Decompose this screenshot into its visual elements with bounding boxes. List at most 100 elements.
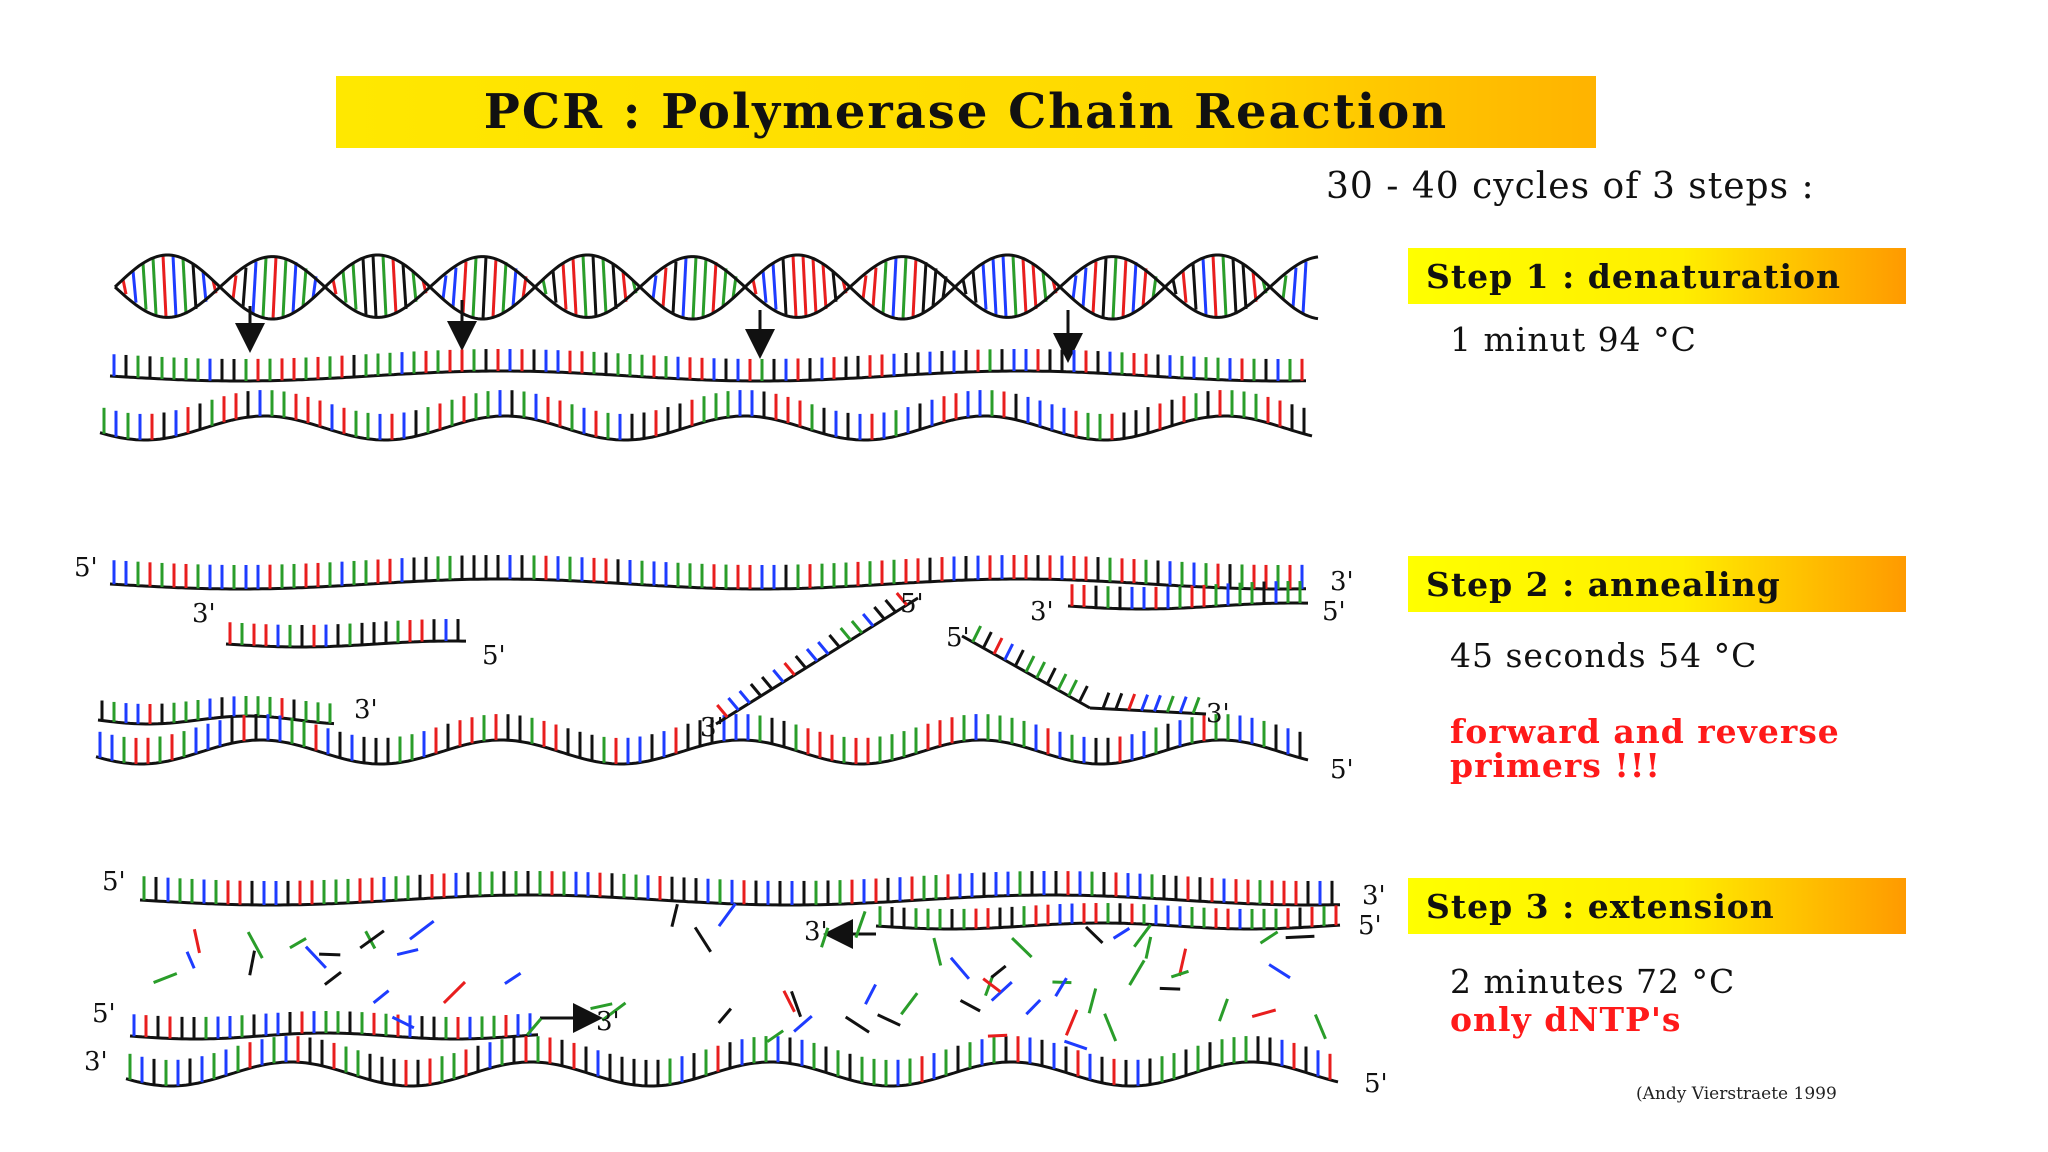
base-pair	[711, 262, 718, 314]
strand-end-label: 5'	[946, 623, 970, 653]
strand-end-label: 3'	[804, 917, 828, 947]
base-pair	[231, 275, 238, 300]
base-pair	[251, 261, 258, 314]
strand-backbone	[1067, 601, 1308, 611]
base-pair	[721, 268, 728, 307]
base-pair	[1251, 271, 1258, 302]
base-pair	[761, 270, 768, 303]
base-pair	[371, 255, 378, 318]
dntp-base	[854, 910, 867, 939]
strand-end-label: 5'	[74, 553, 98, 583]
dntp-base	[1054, 977, 1068, 997]
base-tick	[760, 676, 774, 690]
base-pair	[671, 261, 678, 314]
base-tick	[794, 655, 807, 669]
cycles-description: 30 - 40 cycles of 3 steps :	[1326, 166, 1815, 207]
base-pair	[791, 255, 798, 318]
base-tick	[1178, 696, 1188, 714]
base-pair	[681, 257, 688, 318]
strand-end-label: 3'	[354, 695, 378, 725]
dntp-base	[289, 937, 307, 950]
dntp-base	[932, 937, 943, 966]
base-pair	[481, 256, 488, 320]
base-tick	[727, 697, 740, 711]
dntp-base	[1251, 1008, 1277, 1019]
dntp-base	[982, 977, 1002, 993]
base-pair	[931, 268, 938, 307]
base-pair	[1171, 279, 1178, 295]
dntp-base	[1285, 934, 1315, 940]
base-pair	[571, 257, 578, 315]
dntp-base	[1259, 930, 1279, 945]
base-tick	[1191, 696, 1201, 714]
dntp-base	[1313, 1013, 1327, 1040]
bottom-strand	[99, 390, 1313, 442]
base-pair	[891, 257, 898, 318]
step-3-extension-strands	[125, 871, 1341, 1088]
new-strand-bottom	[129, 1011, 539, 1041]
credit-text: (Andy Vierstraete 1999	[1636, 1084, 1837, 1104]
base-tick	[716, 704, 729, 718]
strand-backbone	[129, 1031, 539, 1041]
strand-backbone	[109, 577, 1306, 591]
base-pair	[661, 267, 668, 308]
strand-end-label: 3'	[1362, 881, 1386, 911]
base-tick	[1035, 661, 1047, 679]
base-pair	[601, 258, 608, 315]
base-tick	[1056, 673, 1068, 691]
base-pair	[491, 258, 498, 318]
base-tick	[981, 631, 993, 649]
base-tick	[1077, 685, 1089, 703]
dntp-base	[959, 999, 981, 1013]
base-tick	[1045, 667, 1057, 685]
dntp-base	[1159, 986, 1181, 991]
base-pair	[141, 263, 148, 310]
base-pair	[131, 270, 138, 303]
dntp-base	[1128, 959, 1146, 986]
base-pair	[751, 279, 758, 295]
template-strand-top	[139, 871, 1341, 907]
free-primer-right-tail	[1089, 692, 1207, 716]
dntp-base	[1218, 998, 1229, 1022]
base-pair	[261, 257, 268, 318]
base-pair	[361, 257, 368, 315]
strand-end-label: 3'	[84, 1047, 108, 1077]
dntp-base	[1103, 1013, 1118, 1042]
base-tick	[772, 669, 785, 683]
dntp-base	[1268, 963, 1291, 980]
step-2-note-line2: primers !!!	[1450, 746, 1661, 785]
base-pair	[1191, 263, 1198, 310]
base-pair	[1071, 275, 1078, 300]
dntp-base	[1087, 988, 1098, 1014]
base-pair	[391, 258, 398, 315]
base-pair	[401, 263, 408, 310]
template-strand-top	[109, 555, 1306, 591]
dntp-base	[1084, 925, 1104, 944]
base-pair	[1031, 263, 1038, 310]
base-tick	[805, 648, 819, 662]
base-pair	[351, 263, 358, 310]
base-pair	[621, 271, 628, 302]
base-tick	[1101, 692, 1111, 710]
denaturation-arrows	[235, 300, 1083, 363]
base-pair	[1011, 255, 1018, 318]
base-tick	[1127, 693, 1137, 711]
dntp-base	[844, 1015, 870, 1034]
base-pair	[291, 262, 298, 314]
base-tick	[1165, 695, 1175, 713]
dntp-base	[442, 980, 467, 1005]
strand-backbone	[139, 893, 1341, 907]
dntp-base	[864, 983, 877, 1005]
base-pair	[831, 271, 838, 302]
strand-end-label: 5'	[900, 589, 924, 619]
base-tick	[1013, 649, 1025, 667]
dntp-base	[990, 964, 1007, 979]
base-pair	[331, 279, 338, 295]
base-pair	[201, 271, 208, 302]
dntp-base	[601, 1001, 627, 1022]
dntp-base	[693, 926, 712, 953]
base-pair	[881, 261, 888, 314]
base-pair	[541, 279, 548, 295]
strand-backbone	[125, 1060, 1339, 1088]
